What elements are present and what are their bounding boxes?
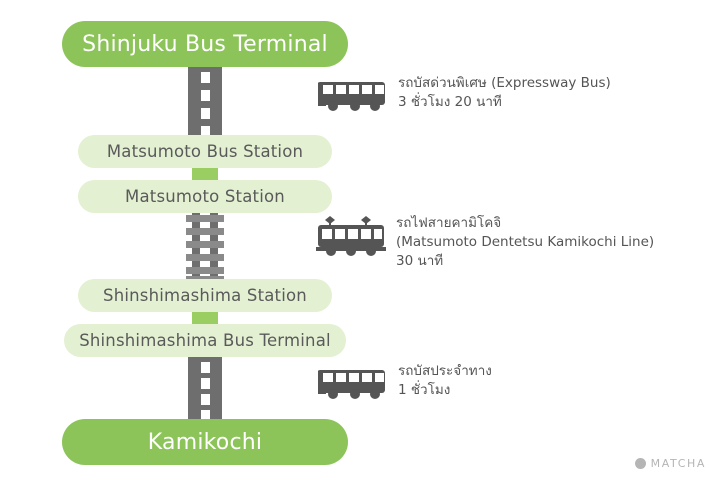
road-dash [200,394,210,405]
connector-green-link-shinshimashima [192,312,218,324]
connector-road-1 [188,65,222,140]
station-label: Matsumoto Station [125,187,285,206]
station-pill-matsumoto-station[interactable]: Matsumoto Station [78,180,332,213]
rail-left [192,213,200,283]
leg-name: รถบัสด่วนพิเศษ (Expressway Bus) [398,75,611,91]
station-label: Shinshimashima Bus Terminal [79,331,331,350]
station-pill-shinjuku-bus-terminal[interactable]: Shinjuku Bus Terminal [62,21,348,67]
leg-duration: 30 นาที [396,253,444,269]
bus-icon [317,362,386,406]
matcha-watermark: MATCHA [634,457,706,470]
leg-name: รถบัสประจำทาง [398,363,492,379]
leg-duration: 3 ชั่วโมง 20 นาที [398,94,502,110]
road-dash [200,72,210,83]
station-label: Kamikochi [147,429,263,455]
leg-kamikochi-line: รถไฟสายคามิโคจิ (Matsumoto Dentetsu Kami… [316,214,654,271]
connector-green-link-matsumoto [192,168,218,180]
station-label: Shinjuku Bus Terminal [82,31,328,57]
road-dash [200,90,210,101]
road-dash [200,378,210,389]
connector-railway [186,213,224,283]
rail-right [210,213,218,283]
station-pill-shinshimashima-station[interactable]: Shinshimashima Station [78,279,332,312]
watermark-label: MATCHA [650,457,706,470]
road-dash [200,362,210,373]
leg-local-bus: รถบัสประจำทาง 1 ชั่วโมง [317,362,492,406]
road-dash [200,410,210,421]
leg-description: รถบัสด่วนพิเศษ (Expressway Bus) 3 ชั่วโม… [398,74,611,112]
matcha-dot-icon [634,458,646,469]
train-icon [316,214,386,262]
station-label: Matsumoto Bus Station [106,142,304,161]
station-pill-shinshimashima-bus-terminal[interactable]: Shinshimashima Bus Terminal [64,324,346,357]
road-dash [200,126,210,137]
leg-description: รถบัสประจำทาง 1 ชั่วโมง [398,362,492,400]
station-pill-kamikochi[interactable]: Kamikochi [62,419,348,465]
leg-duration: 1 ชั่วโมง [398,382,451,398]
connector-road-2 [188,357,222,423]
leg-name-sub: (Matsumoto Dentetsu Kamikochi Line) [396,234,655,250]
leg-description: รถไฟสายคามิโคจิ (Matsumoto Dentetsu Kami… [396,214,654,271]
rail-sleeper [186,215,224,222]
station-label: Shinshimashima Station [103,286,307,305]
station-pill-matsumoto-bus-station[interactable]: Matsumoto Bus Station [78,135,332,168]
rail-sleeper [186,267,224,274]
rail-sleeper [186,228,224,235]
bus-icon [317,74,386,118]
leg-expressway-bus: รถบัสด่วนพิเศษ (Expressway Bus) 3 ชั่วโม… [317,74,611,118]
rail-sleeper [186,241,224,248]
road-dash [200,108,210,119]
rail-sleeper [186,254,224,261]
leg-name: รถไฟสายคามิโคจิ [396,215,502,231]
